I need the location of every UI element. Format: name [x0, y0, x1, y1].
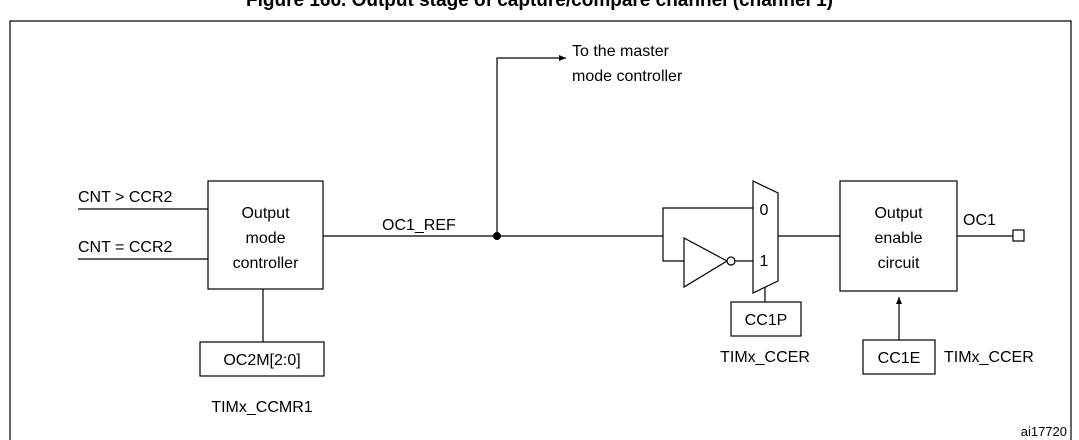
input-cnt-eq: CNT = CCR2 — [78, 239, 172, 256]
omc-label-line3: controller — [233, 255, 299, 272]
cc1e-register-box — [862, 339, 936, 375]
cc1p-register-box — [730, 301, 802, 337]
master-mode-label-line2: mode controller — [572, 68, 683, 85]
output-mode-controller-block — [207, 180, 324, 290]
mux-input0-path — [662, 207, 753, 236]
figure-title: Figure 166. Output stage of capture/comp… — [245, 0, 833, 11]
mux-input1-label: 1 — [760, 253, 769, 270]
oc1-ref-label: OC1_REF — [382, 217, 456, 234]
oec-label-line3: circuit — [878, 255, 920, 272]
inverter-input-path — [662, 236, 684, 262]
omc-label-line2: mode — [245, 230, 285, 247]
oc1-pin — [1012, 229, 1025, 242]
output-enable-circuit-block — [839, 180, 958, 292]
master-mode-branch — [496, 55, 566, 236]
multiplexer — [752, 180, 779, 294]
oec-label-line1: Output — [874, 205, 923, 222]
timx-ccmr1-label: TIMx_CCMR1 — [211, 399, 312, 416]
cc1p-label: CC1P — [745, 312, 788, 329]
mux-input0-label: 0 — [760, 202, 769, 219]
oc1-label: OC1 — [963, 212, 996, 229]
figure-id-label: ai17720 — [1021, 424, 1067, 439]
oec-label-line2: enable — [874, 230, 922, 247]
oc2m-register-box — [199, 341, 325, 377]
master-mode-label-line1: To the master — [572, 43, 670, 60]
input-cnt-gt: CNT > CCR2 — [78, 189, 172, 206]
oc2m-label: OC2M[2:0] — [223, 352, 300, 369]
inverter-bubble — [726, 256, 736, 266]
figure-frame — [9, 20, 1072, 440]
omc-label-line1: Output — [241, 205, 290, 222]
cc1e-label: CC1E — [878, 350, 921, 367]
timx-ccer-left-label: TIMx_CCER — [720, 349, 810, 366]
inverter — [683, 236, 729, 289]
timx-ccer-right-label: TIMx_CCER — [944, 349, 1034, 366]
